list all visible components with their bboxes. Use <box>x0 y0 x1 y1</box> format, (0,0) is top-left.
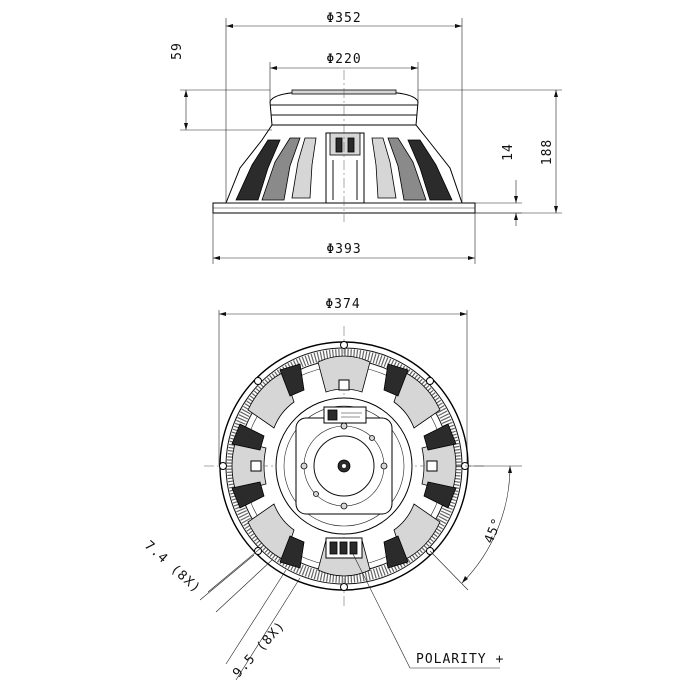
front-brand-logo <box>323 406 367 424</box>
dim-7-4: 7.4 (8X) <box>141 538 263 601</box>
dim-352: Φ352 <box>225 11 463 203</box>
polarity-label: POLARITY + <box>416 652 504 667</box>
dim-374: Φ374 <box>218 297 468 465</box>
dim-220-label: Φ220 <box>326 52 361 67</box>
dim-9-5-label: 9.5 (8X) <box>230 618 288 681</box>
dim-393: Φ393 <box>212 213 476 264</box>
dim-188: 188 <box>418 89 562 214</box>
front-basket-shadows <box>231 363 457 569</box>
dim-220: Φ220 <box>269 52 419 102</box>
dim-7-4-label: 7.4 (8X) <box>141 538 204 596</box>
front-tabs <box>250 379 438 472</box>
front-mounting-holes <box>219 341 469 591</box>
dim-188-label: 188 <box>540 139 555 165</box>
front-screws <box>300 422 388 510</box>
side-basket-spokes <box>226 137 462 204</box>
dim-14-label: 14 <box>501 143 516 161</box>
front-view: Φ374 <box>141 297 522 681</box>
side-terminal <box>325 132 365 204</box>
dim-352-label: Φ352 <box>326 11 361 26</box>
front-terminal <box>325 537 363 559</box>
dim-9-5: 9.5 (8X) <box>215 559 301 681</box>
dim-393-label: Φ393 <box>326 242 361 257</box>
dim-14: 14 <box>475 143 522 226</box>
front-basket-windows <box>231 355 457 577</box>
polarity-callout: POLARITY + <box>351 551 504 669</box>
dim-59-label: 59 <box>170 42 185 60</box>
side-view: Φ352 Φ220 Φ393 59 <box>170 11 562 264</box>
dim-59: 59 <box>170 42 272 131</box>
dim-374-label: Φ374 <box>325 297 360 312</box>
dim-45-label: 45° <box>482 516 506 546</box>
